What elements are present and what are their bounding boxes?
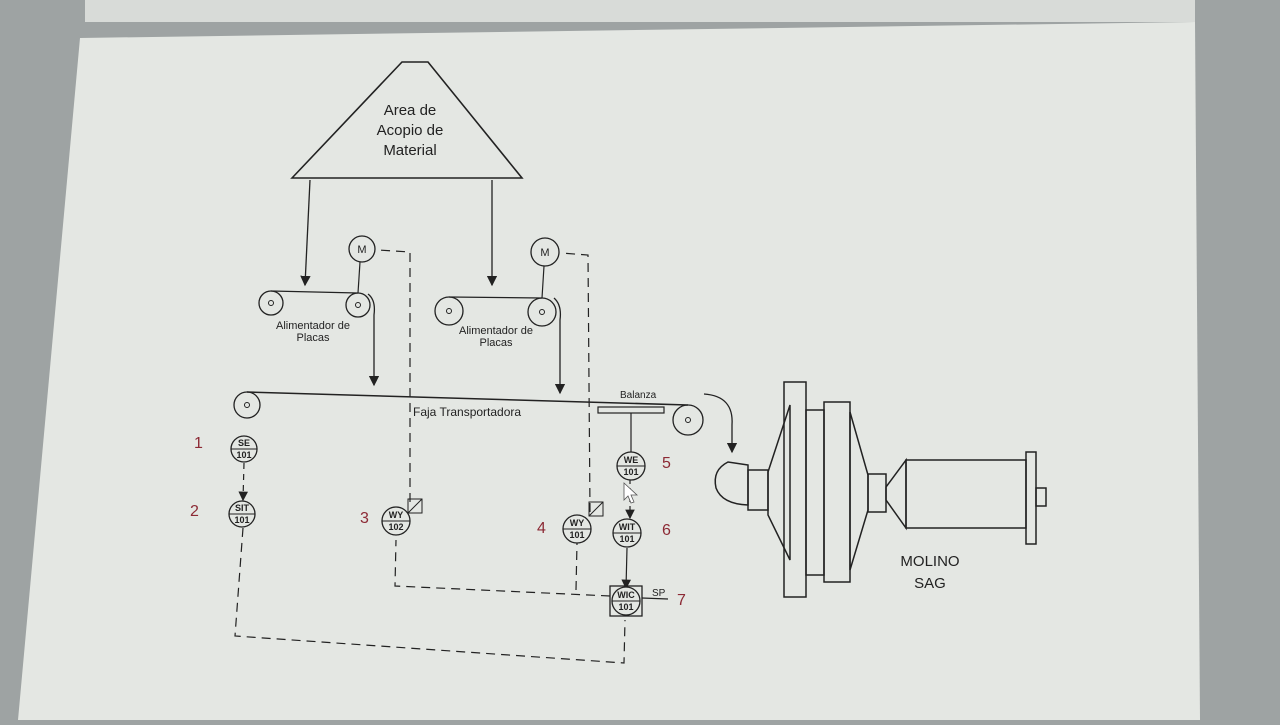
wit-to-wic-signal bbox=[621, 547, 632, 590]
wy101-function-box bbox=[588, 501, 604, 517]
paper-sheet bbox=[18, 22, 1200, 720]
sit101-annotation: 2 bbox=[190, 503, 199, 520]
wy101-tag: WY bbox=[570, 518, 585, 528]
wic-to-wy101-signal bbox=[575, 542, 578, 591]
motor-1-label: M bbox=[357, 244, 366, 256]
feeder-1: Alimentador de Placas bbox=[258, 261, 380, 387]
mill-feed-chute bbox=[714, 461, 749, 506]
instrument-se101: SE 101 1 bbox=[194, 435, 258, 463]
motor-1: M bbox=[348, 235, 376, 263]
feeder-1-pulley-right-hub bbox=[355, 302, 361, 308]
motor-2-label: M bbox=[540, 247, 549, 259]
scale-label: Balanza bbox=[620, 390, 657, 401]
feeder-2: Alimentador de Placas bbox=[434, 265, 566, 395]
we101-loop: 101 bbox=[623, 467, 638, 477]
control-signal-lines bbox=[234, 249, 626, 664]
setpoint-line bbox=[641, 597, 669, 600]
wy101-function-slash bbox=[588, 501, 604, 517]
instrument-wit101: WIT 101 6 bbox=[612, 518, 671, 548]
instrument-sit101: SIT 101 2 bbox=[190, 500, 256, 528]
instrument-we101: WE 101 5 bbox=[616, 451, 671, 481]
cursor-arrow bbox=[623, 482, 639, 504]
conveyor-label: Faja Transportadora bbox=[413, 405, 521, 419]
se101-annotation: 1 bbox=[194, 435, 203, 452]
motor-1-circle bbox=[348, 235, 376, 263]
conveyor-head-hub bbox=[685, 417, 691, 423]
stockpile-area: Area de Acopio de Material bbox=[290, 61, 524, 179]
se101-loop: 101 bbox=[236, 450, 251, 460]
stockpile-triangle bbox=[290, 61, 524, 179]
feeder-2-drive-shaft bbox=[541, 265, 545, 299]
scale: Balanza bbox=[597, 390, 665, 453]
wy102-loop: 102 bbox=[388, 522, 403, 532]
instrument-wy102: WY 102 3 bbox=[360, 498, 423, 536]
we101-annotation: 5 bbox=[662, 455, 671, 472]
instrument-wic101: WIC 101 SP 7 bbox=[609, 585, 686, 617]
sit101-loop: 101 bbox=[234, 515, 249, 525]
setpoint-label: SP bbox=[652, 588, 666, 599]
wic101-tag: WIC bbox=[617, 590, 635, 600]
mill-label-line1: MOLINO bbox=[900, 553, 959, 570]
motor-2: M bbox=[530, 237, 560, 267]
wy101-loop: 101 bbox=[569, 530, 584, 540]
sag-mill bbox=[714, 381, 1047, 598]
top-strip bbox=[85, 0, 1195, 22]
feeder-2-discharge-arrow bbox=[553, 297, 566, 395]
wit101-tag: WIT bbox=[619, 522, 636, 532]
mill-motor-shaft bbox=[1035, 487, 1047, 507]
wic101-loop: 101 bbox=[618, 602, 633, 612]
flow-arrow-left bbox=[300, 179, 311, 287]
move-cursor-icon bbox=[623, 482, 639, 504]
feeder-1-pulley-left-hub bbox=[268, 300, 274, 306]
instrument-wy101: WY 101 4 bbox=[537, 501, 604, 544]
wy101-to-motor-2-signal bbox=[560, 252, 591, 513]
wit101-annotation: 6 bbox=[662, 522, 671, 539]
wy101-annotation: 4 bbox=[537, 520, 546, 537]
stockpile-label-line3: Material bbox=[383, 142, 436, 159]
wy102-to-motor-1-signal bbox=[377, 249, 411, 502]
wit101-loop: 101 bbox=[619, 534, 634, 544]
feeder-2-pulley-right-hub bbox=[539, 309, 545, 315]
mill-feed-arrow bbox=[703, 393, 738, 454]
conveyor-top-line bbox=[246, 391, 689, 406]
feeder-2-belt bbox=[448, 296, 543, 299]
wy102-tag: WY bbox=[389, 510, 404, 520]
wy102-annotation: 3 bbox=[360, 510, 369, 527]
stockpile-label-line1: Area de bbox=[384, 102, 437, 119]
motor-2-circle bbox=[530, 237, 560, 267]
sit-to-wic-signal bbox=[234, 527, 626, 664]
wic101-annotation: 7 bbox=[677, 592, 686, 609]
feeder-1-drive-shaft bbox=[357, 261, 361, 294]
se101-tag: SE bbox=[238, 438, 250, 448]
feeder-2-pulley-left-hub bbox=[446, 308, 452, 314]
feeder-1-belt bbox=[270, 290, 359, 294]
feeder-2-label-line1: Alimentador de bbox=[459, 325, 533, 337]
sit101-tag: SIT bbox=[235, 503, 250, 513]
feeder-1-label-line1: Alimentador de bbox=[276, 320, 350, 332]
mill-label-line2: SAG bbox=[914, 575, 946, 592]
feeder-1-discharge-arrow bbox=[367, 293, 380, 387]
conveyor-tail-hub bbox=[244, 402, 250, 408]
mill-feed-head bbox=[767, 404, 791, 561]
wic-to-wy102-signal bbox=[394, 539, 611, 597]
feeder-1-label-line2: Placas bbox=[296, 332, 330, 344]
feeder-2-label-line2: Placas bbox=[479, 337, 513, 349]
we101-tag: WE bbox=[624, 455, 639, 465]
conveyor-belt: Faja Transportadora bbox=[233, 391, 704, 436]
stockpile-label-line2: Acopio de bbox=[377, 122, 444, 139]
wy102-function-box bbox=[407, 498, 423, 514]
wy102-function-slash bbox=[407, 498, 423, 514]
